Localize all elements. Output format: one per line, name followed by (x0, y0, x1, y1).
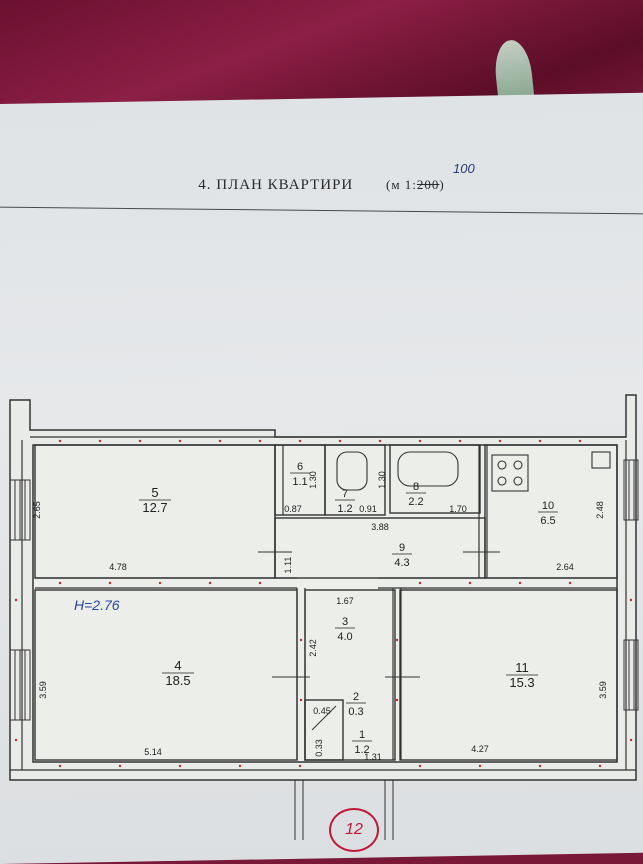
dimension-label: 0.45 (313, 706, 331, 716)
scale-label: (м 1:200) (386, 177, 445, 192)
room-area: 1.1 (292, 476, 307, 488)
room-number: 5 (151, 485, 158, 500)
room-number: 2 (353, 691, 359, 703)
bathtub-icon (397, 451, 459, 487)
sink-icon (591, 451, 611, 469)
plan-title: 4. ПЛАН КВАРТИРИ (м 1:200) (0, 177, 643, 194)
dimension-label: 0.33 (314, 739, 324, 757)
room-number: 6 (297, 461, 303, 473)
scale-handwritten: 100 (453, 161, 475, 176)
burner-icon (497, 460, 507, 470)
room-area: 4.3 (394, 557, 409, 569)
room-label-7: 71.2 (335, 488, 355, 515)
room-8-outline (389, 444, 481, 514)
entrance-stub (294, 780, 394, 840)
room-label-8: 82.2 (406, 481, 426, 508)
stove-icon (491, 454, 529, 492)
room-label-1: 11.2 (352, 729, 372, 756)
wall-dots (14, 439, 633, 768)
walls-double (10, 436, 636, 771)
dimension-label: 0.91 (359, 504, 377, 514)
room-number: 10 (542, 500, 554, 512)
dimension-label: 1.70 (449, 504, 467, 514)
burner-icon (513, 460, 523, 470)
room-label-3: 34.0 (335, 616, 355, 643)
room-area: 1.2 (354, 744, 369, 756)
room-number: 4 (174, 658, 181, 673)
fixtures (336, 451, 611, 492)
room-label-5: 512.7 (139, 485, 171, 515)
dimension-label: 3.59 (38, 681, 48, 699)
room-label-10: 106.5 (538, 500, 558, 527)
dimension-label: 1.30 (308, 471, 318, 489)
room-area: 1.2 (337, 503, 352, 515)
dimension-label: 0.87 (284, 504, 302, 514)
burner-icon (513, 476, 523, 486)
room-area: 2.2 (408, 496, 423, 508)
burner-icon (497, 476, 507, 486)
room-number: 9 (399, 542, 405, 554)
scale-crossed: 200 (416, 177, 440, 192)
room-11-outline (399, 589, 618, 761)
dimension-label: 2.42 (308, 639, 318, 657)
room-label-9: 94.3 (392, 542, 412, 569)
ceiling-height: H=2.76 (74, 597, 120, 613)
toilet-icon (336, 451, 368, 491)
title-text: 4. ПЛАН КВАРТИРИ (198, 177, 354, 193)
apartment-number-stamp: 12 (329, 808, 379, 852)
room-number: 1 (359, 729, 365, 741)
dimension-label: 1.31 (364, 752, 382, 762)
windows (9, 459, 639, 721)
dimension-label: 4.27 (471, 744, 489, 754)
room-number: 3 (342, 616, 348, 628)
dimension-label: 1.67 (336, 596, 354, 606)
dimension-label: 2.48 (595, 501, 605, 519)
dimension-label: 5.14 (144, 747, 162, 757)
room-number: 7 (342, 488, 348, 500)
room-number: 11 (515, 660, 529, 675)
room-area: 0.3 (348, 706, 363, 718)
room-area: 6.5 (540, 515, 555, 527)
room-area: 4.0 (337, 631, 352, 643)
room-7-outline (324, 444, 386, 516)
dimension-label: 2.65 (32, 501, 42, 519)
dimension-label: 4.78 (109, 562, 127, 572)
dimension-label: 3.88 (371, 522, 389, 532)
dimension-label: 2.64 (556, 562, 574, 572)
door-marks (258, 551, 500, 731)
room-area: 15.3 (509, 675, 534, 690)
room-number: 8 (413, 481, 419, 493)
room-label-6: 61.1 (290, 461, 310, 488)
dimension-label: 3.59 (598, 681, 608, 699)
dimension-label: 1.11 (283, 557, 293, 574)
room-area: 18.5 (165, 673, 190, 688)
room-label-4: 418.5 (162, 658, 194, 688)
room-label-2: 20.3 (346, 691, 366, 718)
dimension-label: 1.30 (377, 471, 387, 489)
room-area: 12.7 (142, 500, 167, 515)
